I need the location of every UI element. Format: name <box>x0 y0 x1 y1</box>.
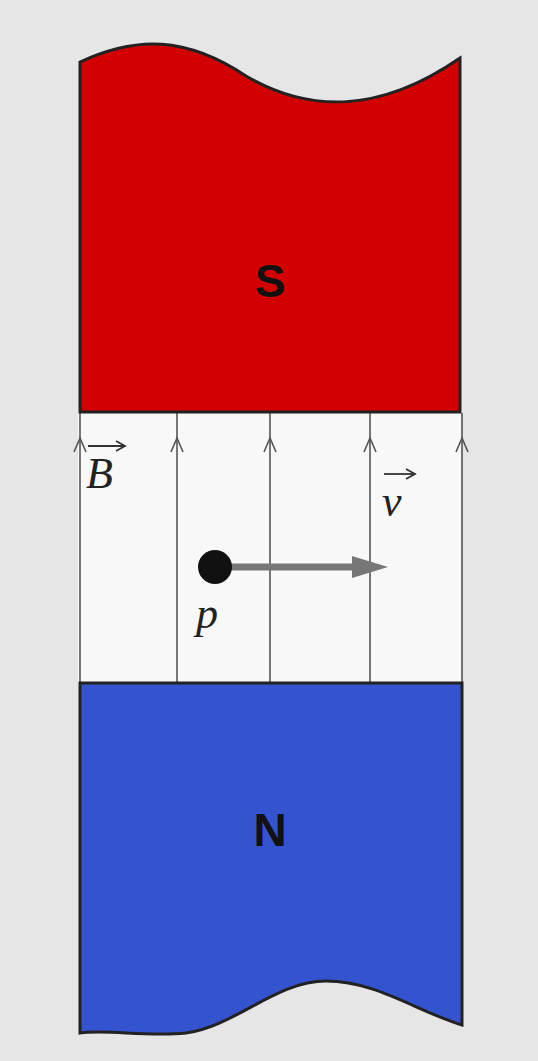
pole-letter: N <box>76 803 464 857</box>
magnet-outline <box>80 683 462 1034</box>
proton <box>198 550 232 584</box>
symbol-label: B <box>86 452 113 496</box>
magnet-pole: S <box>76 36 464 414</box>
magnet-pole: N <box>76 681 464 1037</box>
magnet-shape <box>76 36 464 414</box>
symbol-label: v <box>382 480 402 524</box>
symbol-label: p <box>196 592 218 636</box>
vector-arrows <box>88 441 415 479</box>
field-lines <box>74 413 468 683</box>
pole-letter: S <box>76 254 464 308</box>
magnet-outline <box>80 44 460 412</box>
magnet-shape <box>76 681 464 1037</box>
velocity-arrow <box>228 556 388 578</box>
gap-ground <box>78 410 462 685</box>
